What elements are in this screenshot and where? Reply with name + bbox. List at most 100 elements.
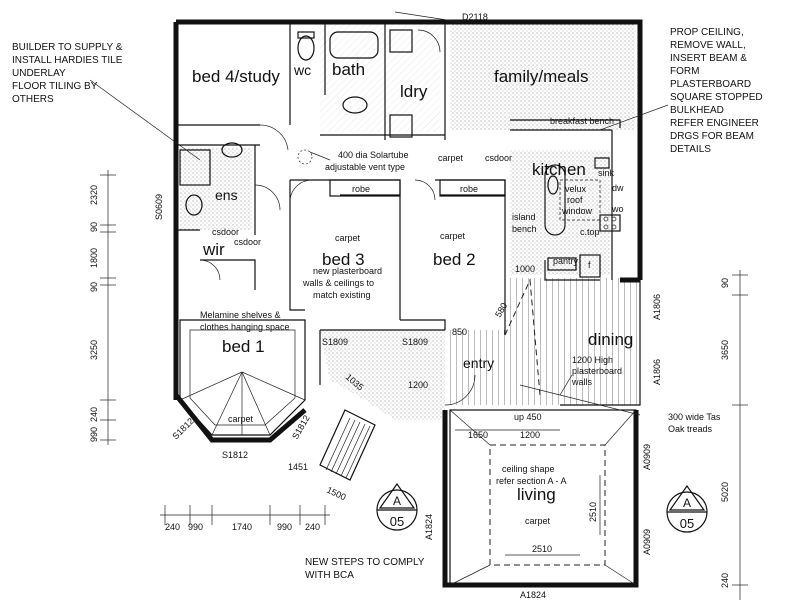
window-s1809-a: S1809 — [322, 337, 348, 347]
label-robe-bed2: robe — [460, 184, 478, 194]
note-line: walls — [571, 377, 593, 387]
label-csdoor-hall: csdoor — [485, 153, 512, 163]
note-line: clothes hanging space — [200, 322, 290, 332]
ceiling-shape-note: ceiling shape refer section A - A — [496, 464, 567, 486]
label-sink: sink — [598, 168, 615, 178]
note-line: 300 wide Tas — [668, 412, 721, 422]
room-dining: dining — [588, 330, 633, 349]
dim-bottom: 240 — [305, 522, 320, 532]
internal-walls — [176, 22, 613, 385]
partition-wall — [504, 278, 541, 396]
window-a1824-a: A1824 — [424, 514, 434, 540]
note-line: roof — [567, 195, 583, 205]
window-a0909-b: A0909 — [642, 529, 652, 555]
dim-misc: 1451 — [288, 462, 308, 472]
wet-area-hatch — [320, 22, 440, 132]
window-s0609: S0609 — [154, 194, 164, 220]
label-dw: dw — [612, 183, 624, 193]
bed1-bay-lines — [179, 371, 306, 436]
dimension-lines — [100, 170, 748, 600]
dim-bottom: 990 — [188, 522, 203, 532]
room-wir: wir — [202, 240, 225, 259]
note-line: new plasterboard — [313, 266, 382, 276]
room-kitchen: kitchen — [532, 160, 586, 179]
room-bath: bath — [332, 60, 365, 79]
dim-bottom: 1740 — [232, 522, 252, 532]
dim-right: 5020 — [720, 482, 730, 502]
note-line: ceiling shape — [502, 464, 555, 474]
section-number: 05 — [680, 516, 694, 531]
note-line: INSERT BEAM & — [670, 53, 747, 64]
dim-living: 1200 — [520, 430, 540, 440]
treads-note: 300 wide Tas Oak treads — [668, 412, 721, 434]
dim-misc: 1200 — [408, 380, 428, 390]
note-line: 1200 High — [572, 355, 613, 365]
label-wo: wo — [611, 204, 624, 214]
builder-note: BUILDER TO SUPPLY & INSTALL HARDIES TILE… — [12, 42, 123, 105]
entry-floor-boards — [445, 330, 505, 405]
velux-note: velux roof window — [561, 184, 593, 216]
note-line: BULKHEAD — [670, 105, 724, 116]
window-a1824-b: A1824 — [520, 590, 546, 600]
note-line: FORM — [670, 66, 699, 77]
ensuite-floor-tile — [180, 148, 252, 230]
note-line: BUILDER TO SUPPLY & — [12, 42, 123, 53]
note-line: velux — [565, 184, 587, 194]
bca-note: NEW STEPS TO COMPLY WITH BCA — [305, 557, 425, 581]
room-bed2: bed 2 — [433, 250, 476, 269]
room-living: living — [517, 485, 556, 504]
note-line: match existing — [313, 290, 371, 300]
note-line: NEW STEPS TO COMPLY — [305, 557, 425, 568]
note-line: Melamine shelves & — [200, 310, 281, 320]
window-s1812-a: S1812 — [170, 416, 195, 441]
section-letter: A — [683, 496, 691, 510]
dim-right: 90 — [720, 278, 730, 288]
leader-lines — [89, 11, 669, 416]
note-line: plasterboard — [572, 366, 622, 376]
room-ldry: ldry — [400, 82, 428, 101]
room-entry: entry — [463, 355, 494, 371]
label-ctop: c.top — [580, 227, 600, 237]
dim-left: 3250 — [89, 340, 99, 360]
ceiling-note: PROP CEILING, REMOVE WALL, INSERT BEAM &… — [670, 27, 763, 155]
note-line: DETAILS — [670, 144, 711, 155]
dim-misc: 1000 — [515, 264, 535, 274]
window-a1806-a: A1806 — [652, 294, 662, 320]
solartube-icon — [297, 149, 313, 165]
note-line: 400 dia Solartube — [338, 150, 409, 160]
window-s1812-b: S1812 — [222, 450, 248, 460]
room-bed3: bed 3 — [322, 250, 365, 269]
section-marker-left: A 05 — [376, 482, 418, 531]
label-carpet-hall: carpet — [438, 153, 464, 163]
label-carpet-bed2: carpet — [440, 231, 466, 241]
door-swings — [199, 29, 476, 406]
note-line: SQUARE STOPPED — [670, 92, 763, 103]
fixtures — [179, 29, 621, 278]
note-line: bench — [512, 224, 537, 234]
dim-living: 2510 — [588, 502, 598, 522]
room-ens: ens — [215, 187, 238, 203]
island-note: island bench — [512, 212, 537, 234]
note-line: island — [512, 212, 536, 222]
room-wc: wc — [293, 62, 311, 78]
dim-left: 90 — [89, 222, 99, 232]
room-bed1: bed 1 — [222, 337, 265, 356]
room-family: family/meals — [494, 67, 588, 86]
label-fridge: f — [588, 260, 591, 270]
section-letter: A — [393, 494, 401, 508]
window-a1806-b: A1806 — [652, 359, 662, 385]
wir-shelves-note: Melamine shelves & clothes hanging space — [200, 310, 290, 332]
dim-left: 990 — [89, 427, 99, 442]
label-carpet-living: carpet — [525, 516, 551, 526]
note-line: DRGS FOR BEAM — [670, 131, 754, 142]
dim-bottom: 990 — [277, 522, 292, 532]
stair — [319, 409, 376, 481]
living-ceiling — [449, 409, 637, 586]
note-line: UNDERLAY — [12, 68, 66, 79]
robe-bed2 — [439, 179, 506, 197]
note-line: Oak treads — [668, 424, 713, 434]
velux-window-icon — [559, 179, 601, 221]
note-line: PLASTERBOARD — [670, 79, 751, 90]
note-line: REFER ENGINEER — [670, 118, 759, 129]
